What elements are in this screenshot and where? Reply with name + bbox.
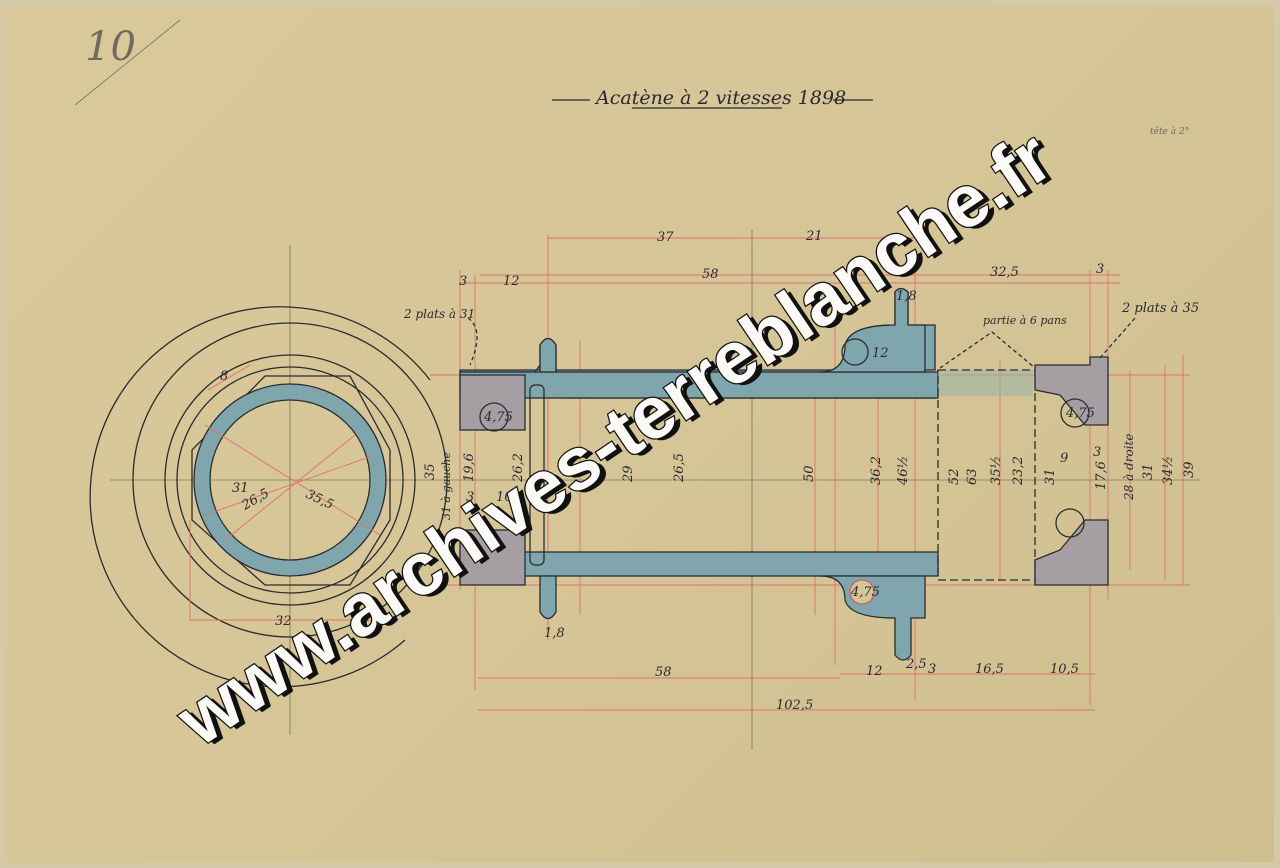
right-thread-note: 28 à droite: [1122, 434, 1136, 501]
hex-part-note: partie à 6 pans: [983, 314, 1067, 327]
dim: 46½: [896, 456, 911, 486]
dim: 31: [1043, 468, 1058, 485]
top-right-note: tête à 2°: [1150, 126, 1189, 137]
dim: 31: [1141, 463, 1156, 480]
dim: 1,8: [544, 626, 565, 641]
end-view: 8 31 26,5 35,5 32: [89, 245, 448, 735]
annotations: 2 plats à 31 2 plats à 35 partie à 6 pan…: [403, 301, 1199, 520]
hub-section: [459, 287, 1109, 661]
dim: 10: [496, 490, 513, 505]
dim: 1,8: [896, 289, 917, 304]
dim: 102,5: [776, 698, 813, 713]
left-flats-note: 2 plats à 31: [403, 307, 475, 321]
corner-mark: 10: [85, 24, 136, 70]
dim: 3: [459, 274, 467, 289]
dim: 26,5: [672, 453, 687, 483]
dim: 12: [866, 664, 883, 679]
dim: 36,2: [869, 456, 884, 485]
bottom-dimensions: 58 12 2,5 3 16,5 10,5 102,5: [655, 657, 1079, 713]
dim: 2,5: [905, 657, 927, 672]
dim-32-end: 32: [275, 614, 292, 629]
dim: 4,75: [483, 410, 513, 425]
dim: 50: [802, 465, 817, 482]
dim: 58: [702, 267, 719, 282]
dim: 21: [805, 229, 823, 244]
dim: 3: [1093, 445, 1101, 460]
dim: 58: [655, 665, 672, 680]
dim: 35: [423, 463, 438, 480]
dim: 23,2: [1011, 456, 1026, 486]
dim: 34½: [1161, 456, 1176, 485]
dim-8: 8: [220, 369, 228, 384]
dim: 35½: [989, 456, 1004, 485]
dim: 37: [657, 230, 674, 245]
dim: 9: [1060, 451, 1068, 466]
dim-31-end: 31: [232, 481, 249, 496]
left-thread-note: 31 à gauche: [440, 452, 453, 520]
small-dimensions: 3 10 9 3 1,8 1,8 12 4,75 4,75 4,75: [466, 289, 1101, 641]
left-cone-bottom: [459, 529, 526, 586]
dim: 19,6: [462, 453, 477, 482]
dim: 3: [466, 490, 474, 505]
dim: 12: [503, 274, 520, 289]
dim: 12: [872, 346, 889, 361]
dim-35-5-end: 35,5: [303, 487, 336, 513]
dim: 10,5: [1050, 662, 1079, 677]
left-cone-top: [459, 374, 526, 431]
dim: 3: [1096, 262, 1104, 277]
dim: 17,6: [1094, 461, 1109, 490]
right-cone-bottom: [1034, 519, 1109, 586]
dim: 26,2: [511, 453, 526, 483]
dim: 39: [1182, 461, 1197, 478]
right-flats-note: 2 plats à 35: [1121, 301, 1199, 316]
dim: 4,75: [1065, 406, 1095, 421]
dim: 29: [621, 465, 636, 483]
dim: 4,75: [850, 585, 880, 600]
right-cone-top: [1034, 356, 1109, 426]
drawing-title: Acatène à 2 vitesses 1898: [594, 87, 846, 109]
dim: 63: [965, 468, 980, 485]
bottom-wall: [459, 551, 939, 577]
vertical-dimensions: 35 19,6 26,2 29 26,5 50 36,2 46½ 52 63 3…: [423, 453, 1197, 490]
dim: 3: [928, 662, 936, 677]
dim: 16,5: [975, 662, 1004, 677]
dim: 32,5: [990, 265, 1019, 280]
pencil-stroke: [74, 19, 181, 106]
dim: 52: [947, 468, 962, 485]
top-dimensions: 3 12 37 21 58 32,5 3: [459, 229, 1104, 289]
